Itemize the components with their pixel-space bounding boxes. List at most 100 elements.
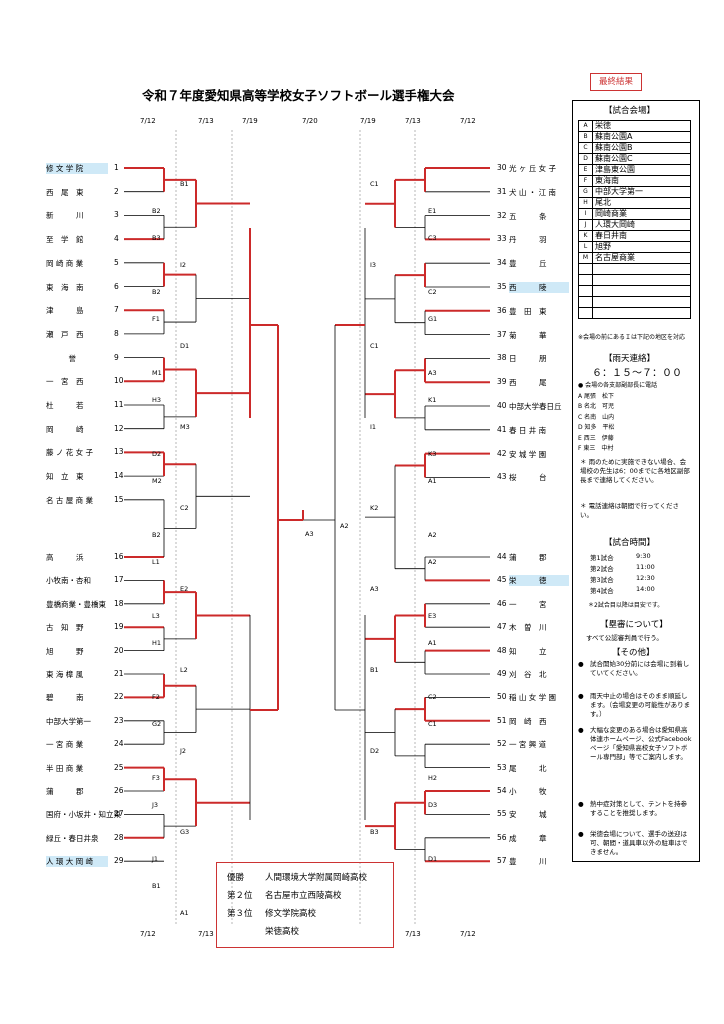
team-name: 尾 北 <box>509 763 547 773</box>
team-name: 豊橋商業・豊橋東 <box>46 599 106 609</box>
rain-contact: E 西三 伊藤 <box>578 434 614 442</box>
first-place-label: 優勝 <box>227 873 245 883</box>
team-name: 碧 南 <box>46 693 84 703</box>
round-date: 7/12 <box>460 117 476 125</box>
match-label: A3 <box>428 369 437 377</box>
match-label: B1 <box>152 882 161 890</box>
match-label: G3 <box>180 828 190 836</box>
team-name: 安 城 <box>509 810 547 820</box>
match-label: K2 <box>370 504 379 512</box>
team-seed-number: 1 <box>114 163 119 172</box>
team-name: 豊 丘 <box>509 259 547 269</box>
match-label: D2 <box>370 747 380 755</box>
team-seed-number: 40 <box>497 401 507 410</box>
team-seed-number: 24 <box>114 739 124 749</box>
team-name: 西 尾 東 <box>46 187 84 197</box>
match-label: G1 <box>428 315 438 323</box>
venue-row-empty <box>578 274 691 286</box>
team-name: 岡 崎 西 <box>509 716 547 726</box>
match-label: B2 <box>152 207 161 215</box>
venue-row-empty <box>578 307 691 319</box>
rain-contact: C 名南 山内 <box>578 413 615 421</box>
match-label: J2 <box>180 747 187 755</box>
team-seed-number: 16 <box>114 552 124 561</box>
rain-title: 【雨天連絡】 <box>604 354 656 364</box>
team-seed-number: 18 <box>114 598 124 608</box>
match-time-label: 第4試合 <box>590 587 614 595</box>
match-label: M3 <box>180 423 190 431</box>
team-seed-number: 37 <box>497 329 507 339</box>
match-time-value: 12:30 <box>636 574 655 582</box>
team-seed-number: 14 <box>114 471 124 481</box>
team-name: 春 日 井 南 <box>509 425 547 435</box>
match-label: D1 <box>428 855 438 863</box>
team-name: 小 牧 <box>509 787 547 796</box>
venue-key: F <box>578 175 593 187</box>
team-name: 刈 谷 北 <box>509 670 547 679</box>
venue-name: 蘇南公園C <box>592 153 691 165</box>
third-place-label: 第３位 <box>227 909 253 919</box>
team-seed-number: 13 <box>114 447 124 457</box>
page-title: 令和７年度愛知県高等学校女子ソフトボール選手権大会 <box>142 88 455 103</box>
team-name: 人 環 大 岡 崎 <box>46 856 108 868</box>
team-seed-number: 33 <box>497 234 507 244</box>
team-seed-number: 56 <box>497 832 507 842</box>
team-name: 西 尾 <box>509 378 547 388</box>
match-label: A1 <box>428 639 437 647</box>
match-label: A3 <box>305 530 314 538</box>
round-date: 7/12 <box>140 930 156 938</box>
other-note: 雨天中止の場合はそのまま順延します。（会場変更の可能性があります。） <box>590 692 691 718</box>
venue-name: 尾北 <box>592 197 691 209</box>
team-name: 東 海 南 <box>46 282 84 292</box>
final-results-badge: 最終結果 <box>590 73 642 91</box>
match-label: H1 <box>152 639 162 647</box>
team-seed-number: 3 <box>114 210 119 220</box>
team-seed-number: 30 <box>497 163 507 172</box>
match-label: I1 <box>370 423 377 431</box>
match-label: C1 <box>370 180 379 188</box>
match-label: E2 <box>180 585 189 593</box>
venue-name: 人環大岡崎 <box>592 219 691 231</box>
match-label: D2 <box>152 450 162 458</box>
venue-key: E <box>578 164 593 176</box>
match-time-value: 9:30 <box>636 552 651 560</box>
match-label: C1 <box>370 342 379 350</box>
team-name: 杜 若 <box>46 401 84 410</box>
final-standings: 優勝 人間環境大学附属岡崎高校 第２位 名古屋市立西陵高校 第３位 修文学院高校… <box>216 862 394 948</box>
match-time-label: 第2試合 <box>590 565 614 573</box>
team-seed-number: 5 <box>114 257 119 267</box>
team-seed-number: 25 <box>114 762 124 772</box>
team-name: 蒲 郡 <box>46 787 84 796</box>
match-label: B3 <box>152 234 161 242</box>
round-date: 7/12 <box>140 117 156 125</box>
match-label: A2 <box>340 522 349 530</box>
team-name: 新 川 <box>46 211 84 221</box>
match-label: C2 <box>428 288 437 296</box>
info-panel <box>572 100 700 862</box>
team-name: 豊 田 東 <box>509 306 547 316</box>
match-label: B2 <box>152 531 161 539</box>
match-label: D3 <box>428 801 438 809</box>
match-label: F3 <box>152 774 160 782</box>
bullet-icon: ● <box>578 830 584 838</box>
team-name: 栄 徳 <box>509 575 569 587</box>
team-name: 藤 ノ 花 女 子 <box>46 448 94 458</box>
match-label: I3 <box>370 261 377 269</box>
round-date: 7/13 <box>198 117 214 125</box>
match-label: C3 <box>428 234 437 242</box>
venue-row-empty <box>578 263 691 275</box>
team-seed-number: 43 <box>497 472 507 482</box>
venue-key: C <box>578 142 593 154</box>
round-date: 7/12 <box>460 930 476 938</box>
match-label: B3 <box>370 828 379 836</box>
team-name: 丹 羽 <box>509 235 547 245</box>
team-seed-number: 45 <box>497 575 507 585</box>
match-time-value: 11:00 <box>636 563 655 571</box>
third-place-team: 栄徳高校 <box>265 927 300 937</box>
